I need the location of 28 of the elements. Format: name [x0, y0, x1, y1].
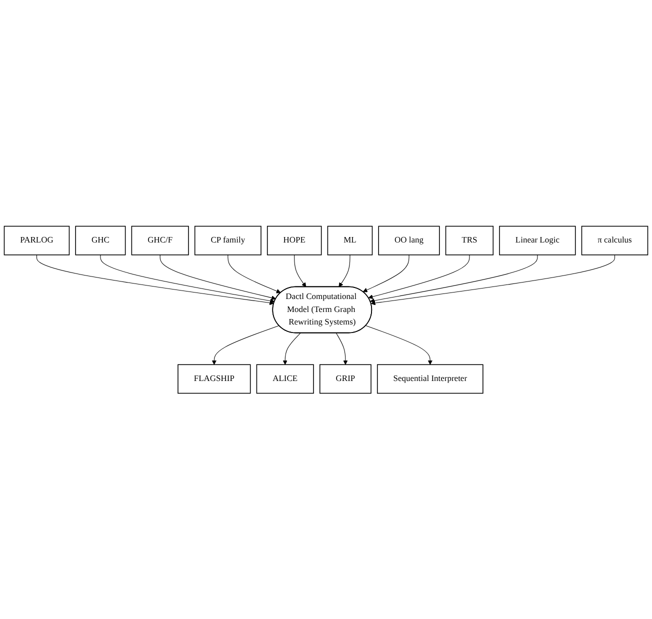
arrow	[294, 254, 306, 287]
arrow	[366, 325, 432, 365]
arrow	[336, 332, 348, 365]
node-box: OO lang	[378, 226, 440, 255]
node-box: GHC	[75, 226, 126, 255]
arrow	[100, 254, 275, 303]
node-box: TRS	[445, 226, 494, 255]
node-box: PARLOG	[4, 226, 70, 255]
arrow	[370, 254, 538, 303]
arrow	[212, 325, 280, 365]
arrow	[370, 254, 615, 306]
arrow	[228, 254, 281, 294]
node-box: HOPE	[266, 226, 322, 255]
node-box: π calculus	[581, 226, 648, 255]
arrow	[282, 332, 301, 365]
arrow	[338, 254, 350, 287]
node-box: ALICE	[256, 364, 314, 394]
arrow	[160, 254, 276, 300]
node-box: FLAGSHIP	[178, 364, 251, 394]
node-box: CP family	[194, 226, 262, 255]
node-box: GRIP	[319, 364, 372, 394]
node-box: GHC/F	[131, 226, 189, 255]
node-box: Sequential Interpreter	[376, 364, 484, 394]
node-box: Linear Logic	[499, 226, 576, 255]
arrow	[368, 254, 470, 299]
node-box: ML	[327, 226, 373, 255]
arrow	[36, 254, 274, 305]
arrow	[362, 254, 410, 292]
